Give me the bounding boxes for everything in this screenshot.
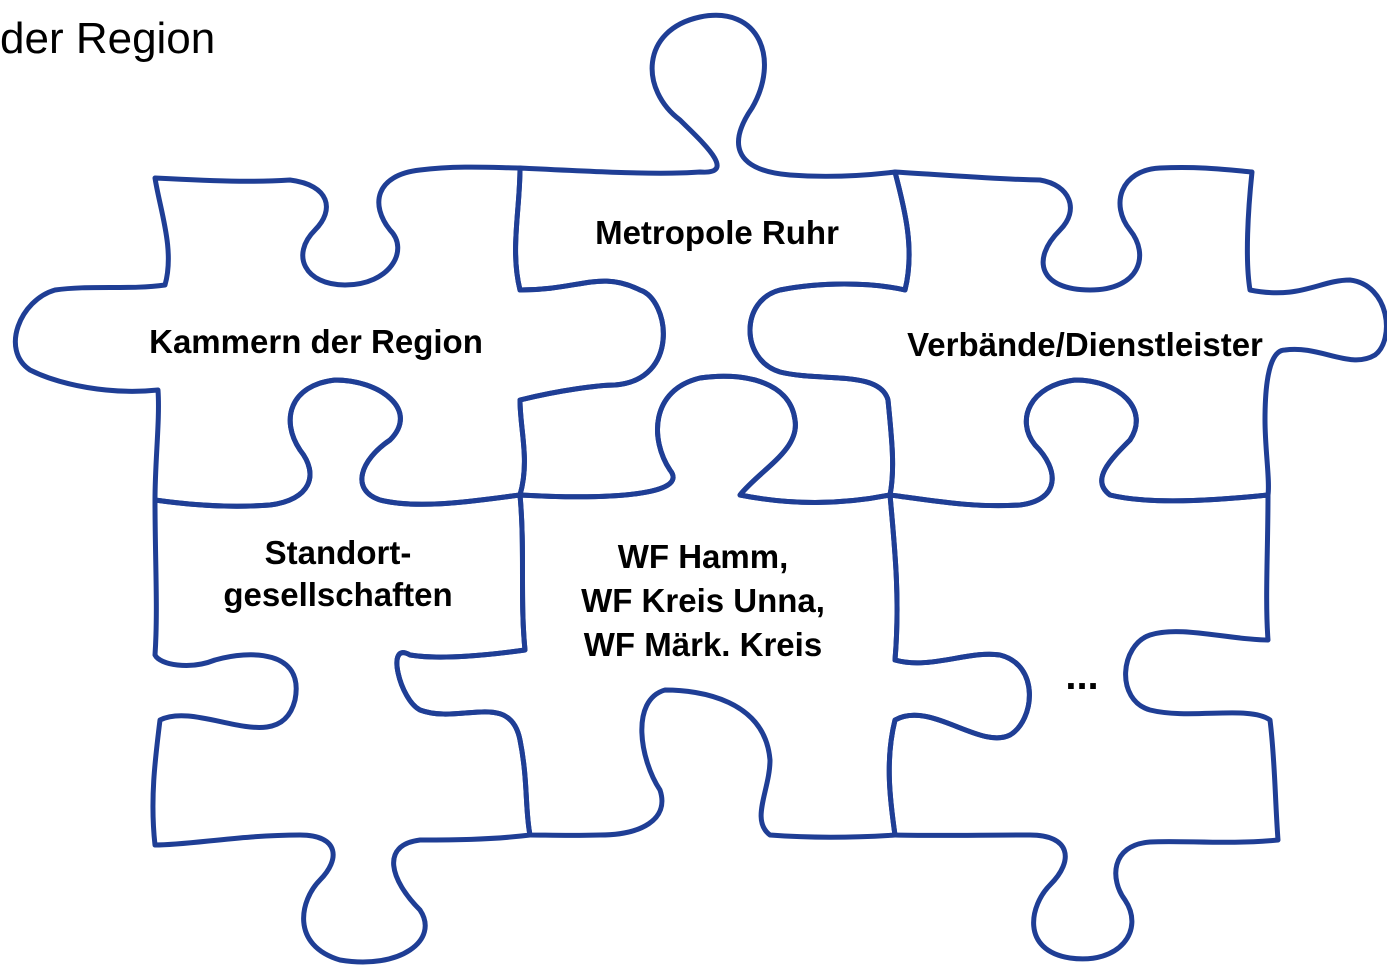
- puzzle-piece-more: [886, 377, 1281, 962]
- label-standortgesellschaften: Standort- gesellschaften: [223, 534, 453, 613]
- puzzle-piece-wf: [394, 373, 1032, 840]
- puzzle-piece-verbaende: [747, 164, 1387, 509]
- label-verbaende-dienstleister: Verbände/Dienstleister: [907, 326, 1263, 363]
- puzzle-piece-metropole-ruhr: [513, 12, 912, 505]
- label-wirtschaftsfoerderungen: WF Hamm, WF Kreis Unna, WF Märk. Kreis: [581, 538, 825, 663]
- puzzle-piece-standort: [150, 377, 533, 965]
- label-ellipsis: ...: [1065, 654, 1099, 698]
- page-title: der Region: [0, 14, 216, 63]
- label-kammern-der-region: Kammern der Region: [149, 323, 483, 360]
- label-metropole-ruhr: Metropole Ruhr: [595, 214, 839, 251]
